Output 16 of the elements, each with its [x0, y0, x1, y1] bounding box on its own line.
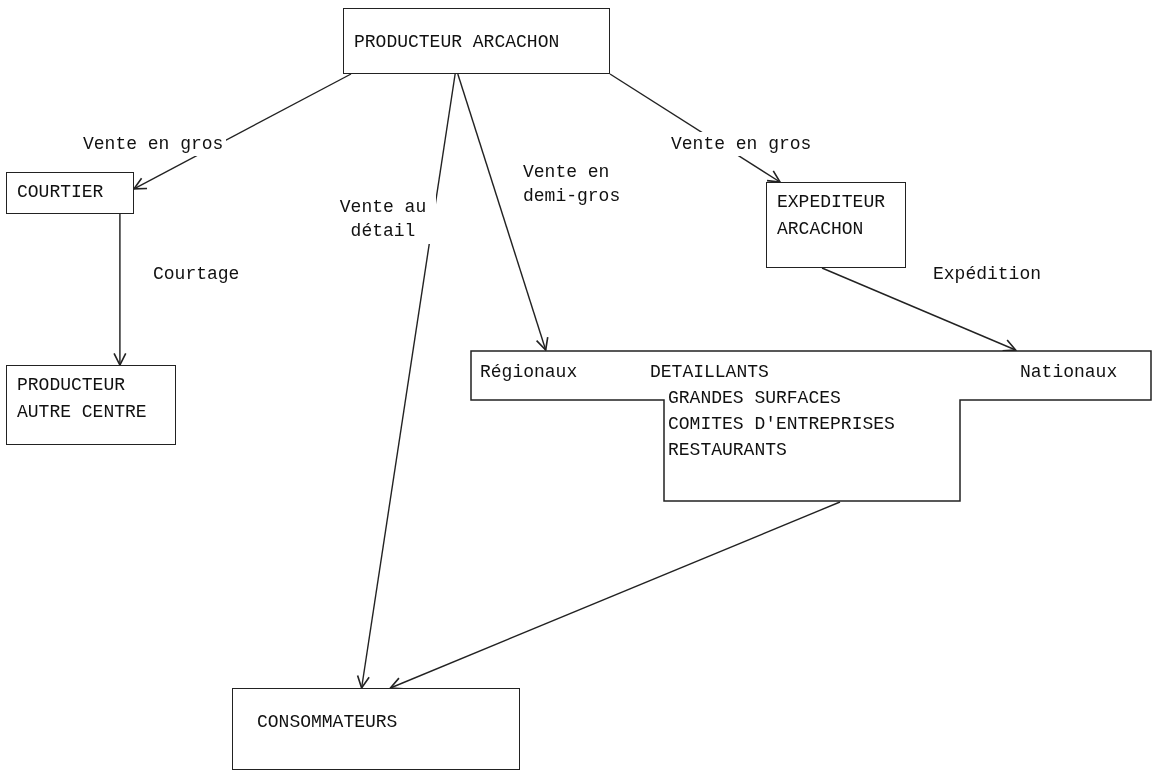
text-box: PRODUCTEUR AUTRE CENTRE — [6, 365, 176, 445]
box-text: Régionaux — [480, 362, 578, 382]
box-text: DETAILLANTS — [650, 362, 769, 382]
text-box: COURTIER — [6, 172, 134, 214]
box-text: RESTAURANTS — [668, 440, 787, 460]
arrow — [389, 501, 841, 690]
arrow — [356, 73, 456, 689]
arrow — [821, 267, 1017, 352]
box-text: GRANDES SURFACES — [668, 388, 841, 408]
text-box: CONSOMMATEURS — [232, 688, 520, 770]
box-text: COMITES D'ENTREPRISES — [668, 414, 895, 434]
box-text: Nationaux — [1020, 362, 1118, 382]
text-box: PRODUCTEUR ARCACHON — [343, 8, 610, 74]
text-box: EXPEDITEUR ARCACHON — [766, 182, 906, 268]
arrow — [113, 213, 127, 366]
arrow — [457, 73, 549, 351]
